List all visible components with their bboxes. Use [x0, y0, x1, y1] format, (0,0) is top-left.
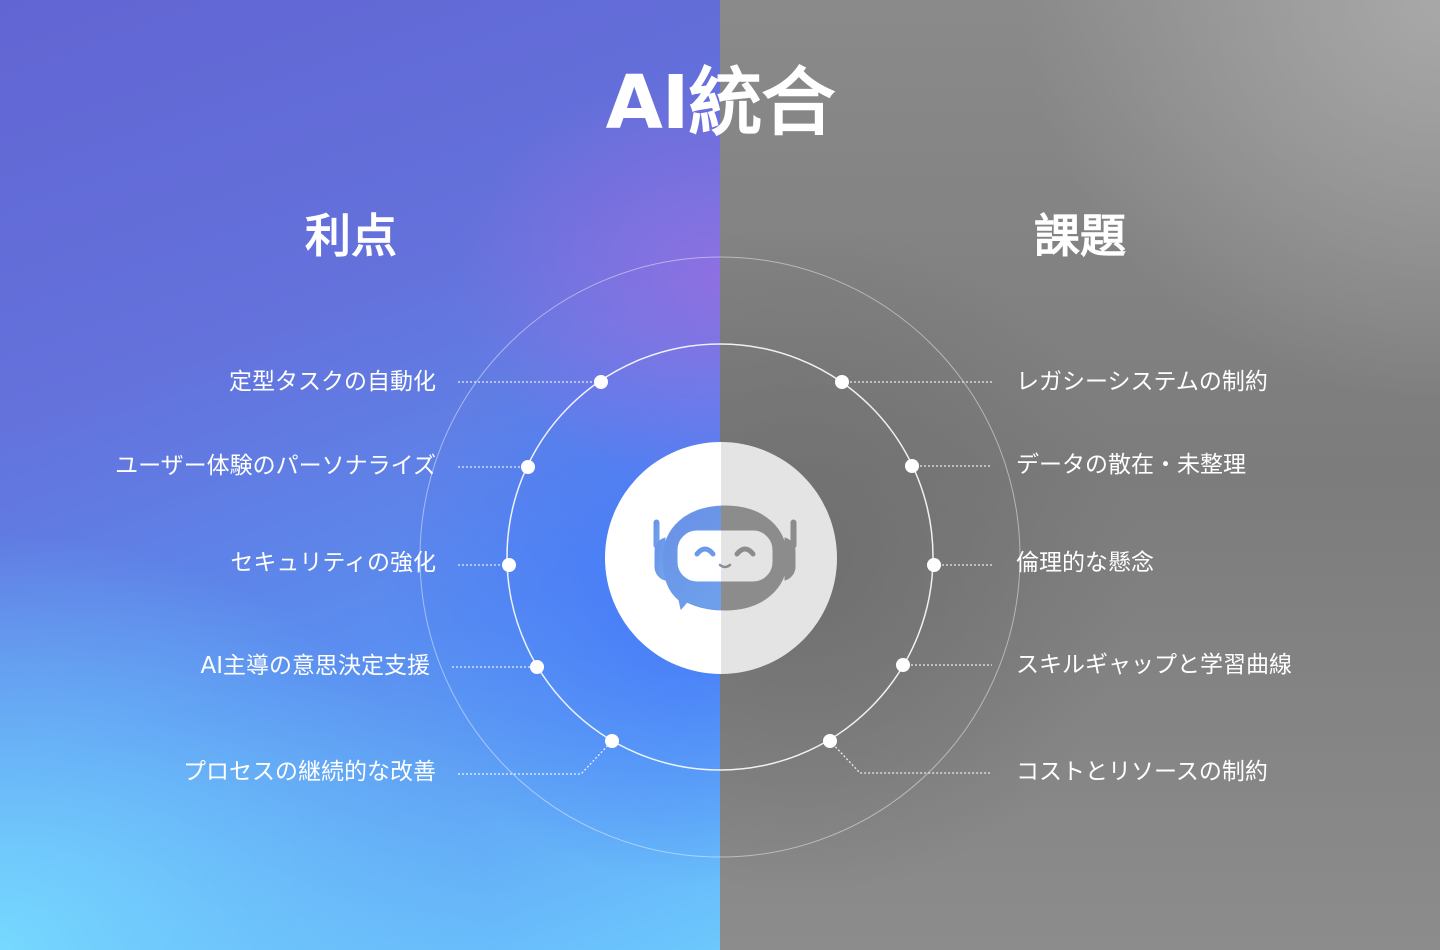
challenge-item: コストとリソースの制約: [1016, 759, 1268, 785]
challenge-item: 倫理的な懸念: [1016, 550, 1154, 576]
advantage-item: ユーザー体験のパーソナライズ: [115, 453, 436, 479]
advantage-item: AI主導の意思決定支援: [200, 653, 430, 679]
advantages-panel-background: [0, 0, 720, 950]
outer-ring: [419, 256, 1021, 858]
node-challenge-4: [896, 658, 910, 672]
challenge-item: スキルギャップと学習曲線: [1016, 652, 1292, 678]
node-advantage-5: [605, 734, 619, 748]
advantage-item: プロセスの継続的な改善: [183, 759, 436, 785]
center-badge: [605, 442, 837, 674]
challenge-item: データの散在・未整理: [1016, 452, 1246, 478]
node-advantage-2: [521, 460, 535, 474]
challenges-panel-background: [720, 0, 1440, 950]
node-challenge-2: [905, 459, 919, 473]
advantage-item: 定型タスクの自動化: [229, 369, 436, 395]
inner-ring: [506, 343, 934, 771]
node-advantage-1: [594, 375, 608, 389]
page-title: AI統合: [605, 60, 836, 146]
connector-advantage-5: [458, 740, 613, 775]
advantages-heading: 利点: [305, 209, 397, 263]
node-challenge-3: [927, 558, 941, 572]
node-advantage-4: [530, 660, 544, 674]
challenge-item: レガシーシステムの制約: [1016, 369, 1268, 395]
robot-chat-icon: [605, 442, 837, 674]
connector-challenge-5: [829, 740, 990, 774]
challenges-heading: 課題: [1034, 209, 1126, 263]
node-challenge-1: [835, 375, 849, 389]
node-challenge-5: [823, 734, 837, 748]
node-advantage-3: [502, 558, 516, 572]
advantage-item: セキュリティの強化: [230, 550, 436, 576]
